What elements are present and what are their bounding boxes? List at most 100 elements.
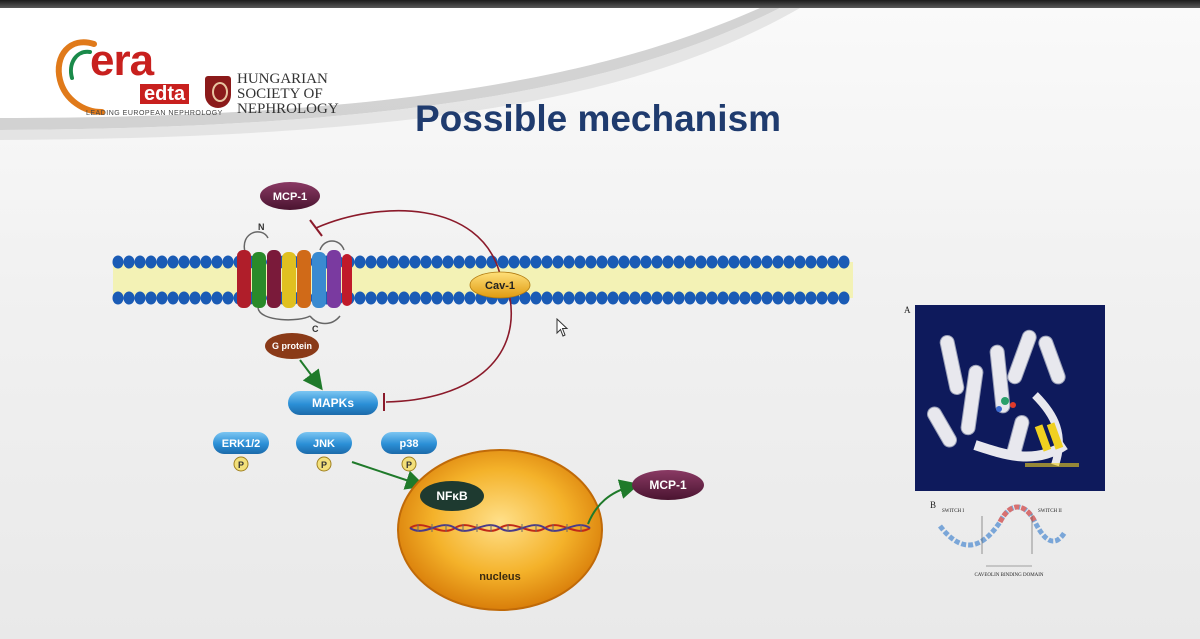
membrane-head [508, 255, 520, 269]
switch-2-label: SWITCH II [1038, 509, 1062, 514]
membrane-head [794, 255, 806, 269]
kidney-crest-icon [205, 76, 231, 108]
membrane-head [750, 291, 762, 305]
membrane-head [651, 255, 663, 269]
era-logo-main: era [90, 36, 154, 85]
cav1-node: Cav-1 [469, 271, 531, 299]
jnk-phospho-label: P [321, 460, 327, 470]
mcp1-output-node: MCP-1 [632, 470, 704, 500]
membrane-head [827, 255, 839, 269]
membrane-head [453, 291, 465, 305]
nfkb-node: NFκB [420, 481, 484, 511]
membrane-head [178, 291, 190, 305]
membrane-head [530, 255, 542, 269]
membrane-head [585, 291, 597, 305]
nfkb-label: NFκB [436, 489, 468, 503]
membrane-head [464, 255, 476, 269]
membrane-head [816, 291, 828, 305]
membrane-head [684, 255, 696, 269]
membrane-head [134, 291, 146, 305]
mouse-cursor-icon [556, 318, 569, 337]
slide-title: Possible mechanism [415, 98, 782, 139]
g-protein-to-mapk-arrow [299, 359, 323, 391]
membrane-head [662, 291, 674, 305]
membrane-head [156, 255, 168, 269]
membrane-head [420, 291, 432, 305]
membrane-head [365, 255, 377, 269]
membrane-head [409, 255, 421, 269]
membrane-head [827, 291, 839, 305]
membrane-head [431, 255, 443, 269]
erk-label: ERK1/2 [222, 438, 261, 450]
membrane-head [541, 255, 553, 269]
membrane-head [541, 291, 553, 305]
membrane-head [552, 255, 564, 269]
jnk-node: JNK P [296, 432, 352, 472]
membrane-head [640, 255, 652, 269]
membrane-head [651, 291, 663, 305]
membrane-head [783, 255, 795, 269]
membrane-head [739, 255, 751, 269]
dna-helix [409, 524, 591, 532]
jnk-label: JNK [313, 438, 335, 450]
membrane-head [750, 255, 762, 269]
membrane-head [629, 291, 641, 305]
membrane-head [728, 291, 740, 305]
header-swoosh [0, 8, 800, 140]
protein-structure-image [915, 305, 1105, 491]
membrane-head [585, 255, 597, 269]
membrane-head [717, 291, 729, 305]
membrane-head [519, 255, 531, 269]
era-logo-sub: edta [140, 84, 190, 104]
era-swirl-icon [55, 39, 105, 115]
membrane-head [145, 255, 157, 269]
membrane-head [640, 291, 652, 305]
membrane-head [112, 291, 124, 305]
membrane-head [387, 255, 399, 269]
membrane-head [717, 255, 729, 269]
membrane-head [607, 291, 619, 305]
membrane-head [629, 255, 641, 269]
membrane-head [761, 291, 773, 305]
g-protein-node: G protein [265, 333, 319, 359]
membrane-head [618, 291, 630, 305]
membrane-head [728, 255, 740, 269]
membrane-head [387, 291, 399, 305]
mcp1-ligand: MCP-1 [260, 182, 320, 210]
membrane-head [178, 255, 190, 269]
membrane-head [772, 291, 784, 305]
membrane-head [167, 291, 179, 305]
membrane-head [574, 291, 586, 305]
cav1-label: Cav-1 [485, 280, 515, 292]
membrane-head [398, 255, 410, 269]
membrane-head [530, 291, 542, 305]
membrane-head [706, 255, 718, 269]
membrane-head [739, 291, 751, 305]
membrane-head [431, 291, 443, 305]
membrane-head [607, 255, 619, 269]
gpcr-receptor: N C [237, 222, 352, 334]
membrane-head [519, 291, 531, 305]
mapks-node: MAPKs [288, 391, 378, 415]
membrane-head [684, 291, 696, 305]
membrane-head [123, 255, 135, 269]
membrane-head [475, 255, 487, 269]
membrane-head [695, 255, 707, 269]
receptor-n-terminal: N [258, 222, 265, 232]
membrane-head [222, 291, 234, 305]
membrane-head [574, 255, 586, 269]
p38-phospho-label: P [406, 460, 412, 470]
membrane-head [167, 255, 179, 269]
signalling-diagram: N C MCP-1 Cav-1 G protein [112, 182, 853, 611]
mcp1-output-label: MCP-1 [649, 478, 687, 492]
hungarian-society-logo: HUNGARIAN SOCIETY OF NEPHROLOGY [205, 72, 365, 122]
era-edta-logo: era edta LEADING EUROPEAN NEPHROLOGY [50, 34, 222, 120]
membrane-head [376, 255, 388, 269]
erk-phospho-label: P [238, 460, 244, 470]
membrane-head [211, 255, 223, 269]
membrane-head [805, 291, 817, 305]
receptor-c-terminal: C [312, 324, 319, 334]
membrane-head [838, 255, 850, 269]
mcp1-top-label: MCP-1 [273, 191, 307, 203]
